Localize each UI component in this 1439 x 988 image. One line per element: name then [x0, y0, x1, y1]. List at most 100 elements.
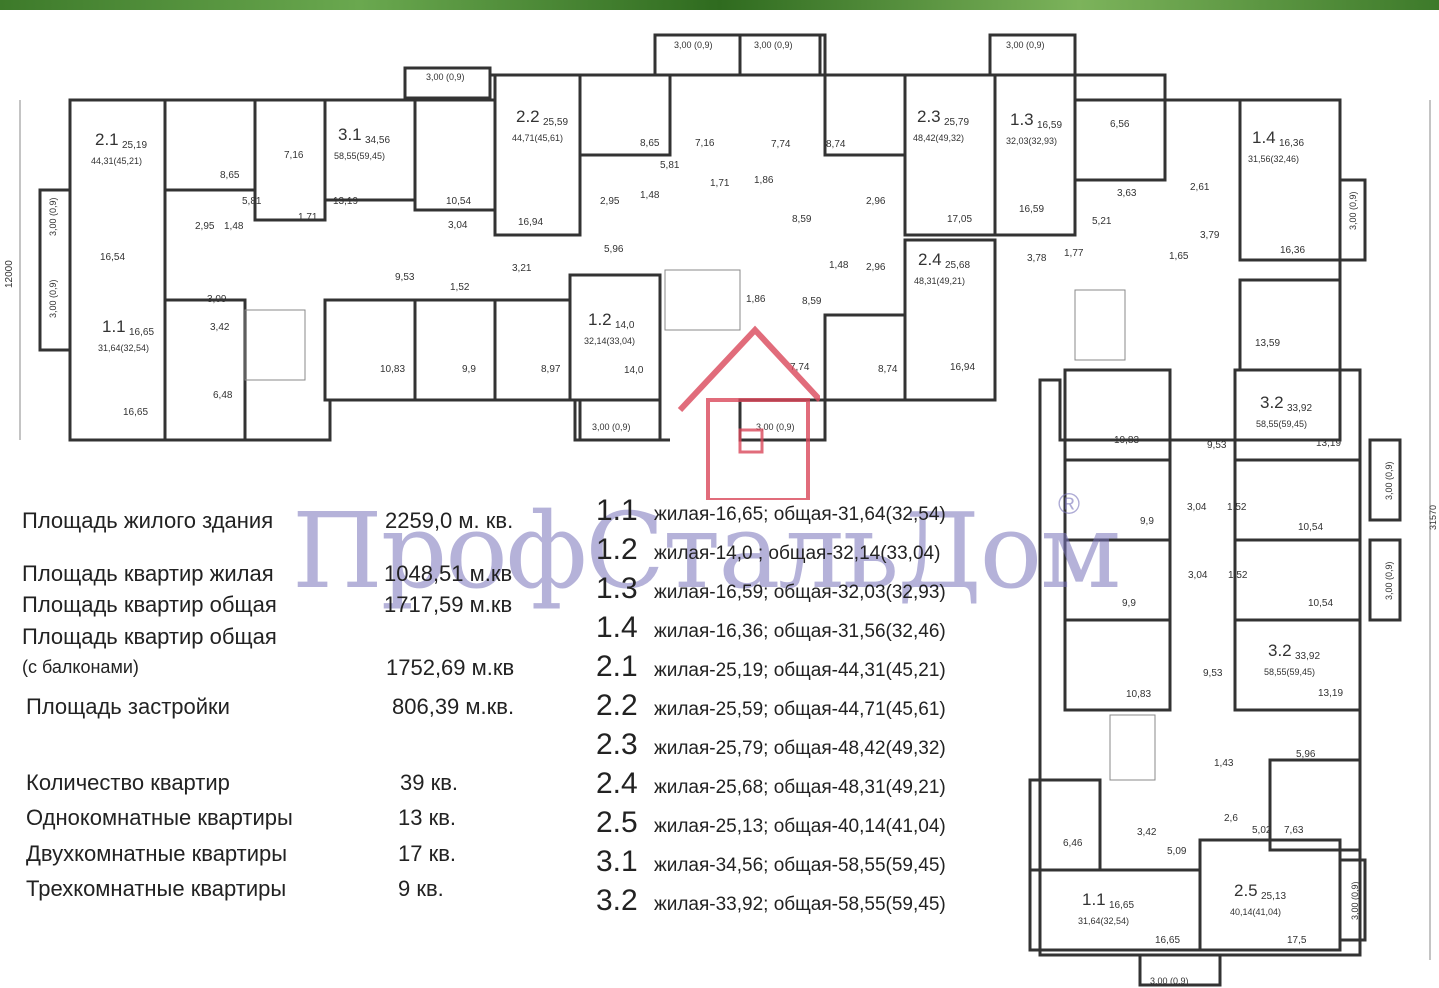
watermark-house-icon [677, 325, 820, 500]
room-area-label: 3,04 [448, 220, 468, 231]
apartment-total-area-label: 58,55(59,45) [334, 151, 385, 161]
room-area-label: 1,48 [640, 190, 660, 201]
room-area-label: 16,65 [1155, 935, 1180, 946]
room-area-label: 16,36 [1280, 245, 1305, 256]
balcony-label: 3,00 (0,9) [426, 72, 465, 82]
room-area-label: 10,83 [1126, 689, 1151, 700]
balcony-label: 3,00 (0,9) [1350, 881, 1360, 920]
summary-value: 1752,69 м.кв [386, 655, 515, 680]
room-area-label: 1,86 [746, 294, 766, 305]
apartment-code-label: 3.2 [1260, 393, 1284, 412]
apartment-code-label: 3.2 [1268, 641, 1292, 660]
summary-label: Двухкомнатные квартиры [26, 841, 288, 866]
apartment-living-area-label: 25,79 [944, 117, 969, 128]
summary-value: 9 кв. [398, 876, 444, 901]
apartment-living-area-label: 33,92 [1287, 403, 1312, 414]
room-area-label: 17,05 [947, 214, 972, 225]
room-area-label: 16,54 [100, 252, 125, 263]
room-area-label: 1,77 [1064, 248, 1084, 259]
room-area-label: 10,54 [446, 196, 471, 207]
summary-value: 806,39 м.кв. [392, 694, 515, 719]
apartment-total-area-label: 58,55(59,45) [1256, 419, 1307, 429]
summary-label: Площадь квартир жилая [22, 561, 274, 586]
room-area-label: 6,56 [1110, 119, 1130, 130]
room-area-label: 6,46 [1063, 838, 1083, 849]
room-area-label: 3,78 [1027, 253, 1047, 264]
apartment-code-label: 3.1 [338, 125, 362, 144]
room-area-label: 2,6 [1224, 813, 1238, 824]
summary-value: 13 кв. [398, 805, 457, 830]
summary-label: Трехкомнатные квартиры [26, 876, 287, 901]
apartment-living-area-label: 16,59 [1037, 120, 1062, 131]
room-area-label: 8,74 [878, 364, 898, 375]
room-area-label: 13,59 [1255, 338, 1280, 349]
balcony-label: 3,00 (0,9) [756, 422, 795, 432]
summary-label: Площадь квартир общая [22, 624, 277, 649]
room-area-label: 8,59 [792, 214, 812, 225]
room-area-label: 1,52 [1228, 570, 1248, 581]
room-area-label: 3,79 [1200, 230, 1220, 241]
room-area-label: 1,52 [1227, 502, 1247, 513]
room-area-label: 10,54 [1308, 598, 1333, 609]
balcony-label: 3,00 (0,9) [48, 197, 58, 236]
apartment-living-area-label: 25,19 [122, 140, 147, 151]
room-area-label: 1,43 [1214, 758, 1234, 769]
room-area-label: 9,53 [395, 272, 415, 283]
summary-value: 1717,59 м.кв [384, 592, 513, 617]
room-area-label: 3,63 [1117, 188, 1137, 199]
room-area-label: 5,21 [1092, 216, 1112, 227]
apartment-total-area-label: 48,42(49,32) [913, 133, 964, 143]
apartment-total-area-label: 58,55(59,45) [1264, 667, 1315, 677]
dimension-width-label: 31570 [1428, 505, 1438, 530]
apartment-code-label: 2.3 [917, 107, 941, 126]
apartment-code-label: 1.4 [1252, 128, 1276, 147]
summary-value: 2259,0 м. кв. [385, 508, 514, 533]
summary-value: 1048,51 м.кв [384, 561, 513, 586]
room-area-label: 6,48 [213, 390, 233, 401]
room-area-label: 5,81 [242, 196, 262, 207]
apartment-living-area-label: 34,56 [365, 135, 390, 146]
balcony-label: 3,00 (0,9) [1006, 40, 1045, 50]
room-area-label: 1,52 [450, 282, 470, 293]
apartment-living-area-label: 25,68 [945, 260, 970, 271]
room-area-label: 9,9 [1140, 516, 1154, 527]
room-area-label: 10,54 [1298, 522, 1323, 533]
summary-label: Площадь застройки [26, 694, 230, 719]
balcony-label: 3,00 (0,9) [592, 422, 631, 432]
room-area-label: 3,09 [207, 294, 227, 305]
apartment-code-label: 2.4 [918, 250, 942, 269]
apartment-total-area-label: 32,03(32,93) [1006, 136, 1057, 146]
room-area-label: 9,53 [1203, 668, 1223, 679]
room-area-label: 5,81 [660, 160, 680, 171]
room-area-label: 10,83 [1114, 435, 1139, 446]
room-area-label: 3,42 [210, 322, 230, 333]
apartment-living-area-label: 16,36 [1279, 138, 1304, 149]
room-area-label: 1,86 [754, 175, 774, 186]
apartment-living-area-label: 14,0 [615, 320, 635, 331]
apartment-living-area-label: 25,59 [543, 117, 568, 128]
room-area-label: 7,16 [284, 150, 304, 161]
summary-label: Количество квартир [26, 770, 230, 795]
room-area-label: 16,65 [123, 407, 148, 418]
room-area-label: 5,96 [1296, 749, 1316, 760]
room-area-label: 2,61 [1190, 182, 1210, 193]
apartment-living-area-label: 16,65 [1109, 900, 1134, 911]
apartment-total-area-label: 44,71(45,61) [512, 133, 563, 143]
balcony-label: 3,00 (0,9) [1384, 561, 1394, 600]
apartment-living-area-label: 16,65 [129, 327, 154, 338]
dimension-height-label: 12000 [4, 260, 15, 288]
apartment-code-label: 2.1 [95, 130, 119, 149]
balcony-label: 3,00 (0,9) [48, 279, 58, 318]
summary-label: Однокомнатные квартиры [26, 805, 293, 830]
room-area-label: 16,94 [950, 362, 975, 373]
